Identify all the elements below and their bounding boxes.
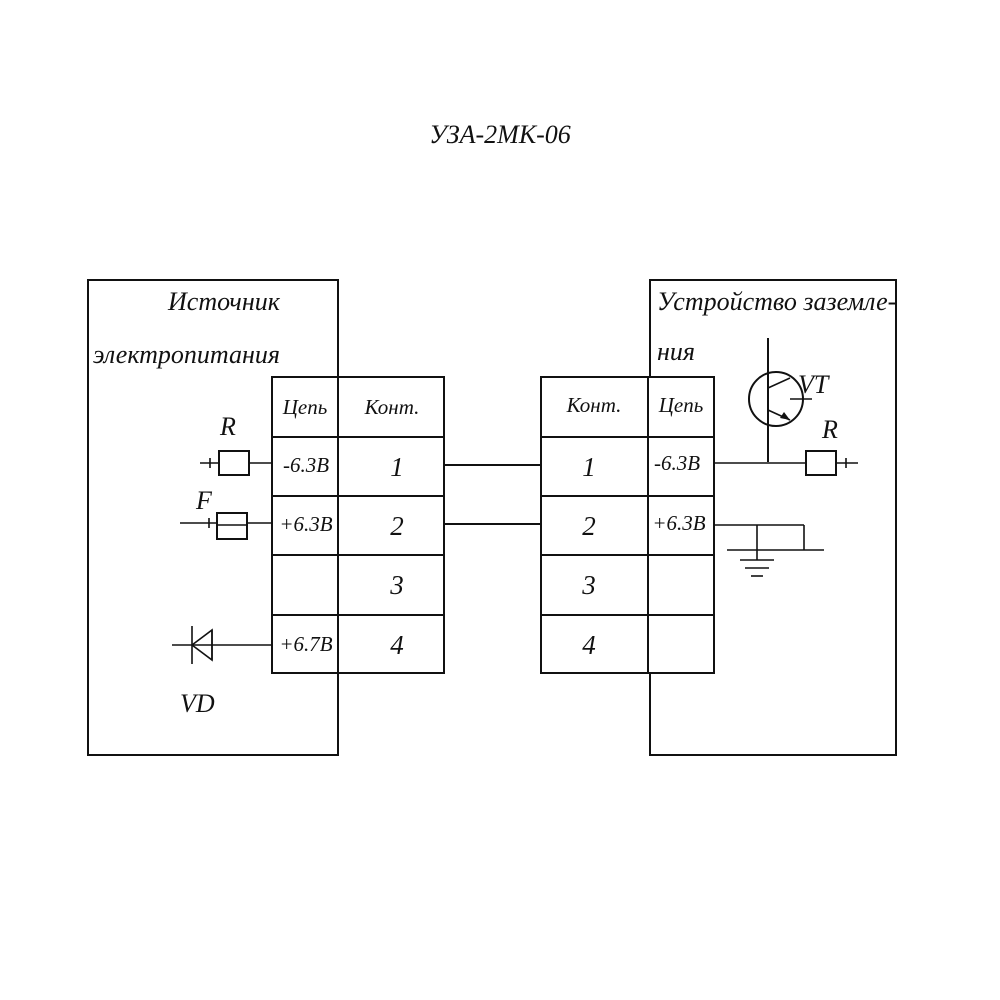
right-row2-contact: 2	[582, 511, 596, 541]
transistor-icon	[748, 338, 812, 462]
left-resistor-icon	[200, 450, 272, 476]
right-row1-circuit: -6.3В	[654, 451, 700, 475]
diode-label: VD	[180, 689, 215, 718]
right-row1-contact: 1	[582, 452, 596, 482]
left-row1-circuit: -6.3В	[283, 453, 329, 477]
left-header-contact: Конт.	[364, 395, 420, 419]
fuse-label: F	[195, 486, 213, 515]
left-row2-circuit: +6.3В	[279, 512, 332, 536]
transistor-label: VT	[798, 370, 830, 399]
power-source-label-line1: Источник	[167, 287, 281, 316]
grounding-device-label-line1: Устройство заземле-	[657, 287, 896, 316]
diode-icon	[172, 626, 272, 664]
left-connector-table: Цепь Конт. -6.3В 1 +6.3В 2 3 +6.7В 4	[271, 376, 445, 674]
right-resistor-label: R	[821, 415, 838, 444]
right-table-frame	[540, 376, 715, 674]
fuse-icon	[180, 512, 272, 540]
diagram-title: УЗА-2МК-06	[429, 120, 571, 149]
left-row4-circuit: +6.7В	[279, 632, 332, 656]
left-header-circuit: Цепь	[282, 395, 328, 419]
left-row3-contact: 3	[389, 570, 404, 600]
right-header-contact: Конт.	[566, 393, 622, 417]
left-resistor-label: R	[219, 412, 236, 441]
left-row1-contact: 1	[390, 452, 404, 482]
right-row4-contact: 4	[582, 630, 596, 660]
right-connector-table: Конт. Цепь 1 -6.3В 2 +6.3В 3 4	[540, 376, 715, 674]
right-header-circuit: Цепь	[658, 393, 704, 417]
left-row2-contact: 2	[390, 511, 404, 541]
right-resistor-icon	[714, 450, 858, 476]
right-row2-circuit: +6.3В	[652, 511, 705, 535]
ground-icon	[714, 524, 824, 577]
grounding-device-label-line2: ния	[657, 337, 695, 366]
power-source-label-line2: электропитания	[93, 340, 280, 369]
left-row4-contact: 4	[390, 630, 404, 660]
right-row3-contact: 3	[581, 570, 596, 600]
